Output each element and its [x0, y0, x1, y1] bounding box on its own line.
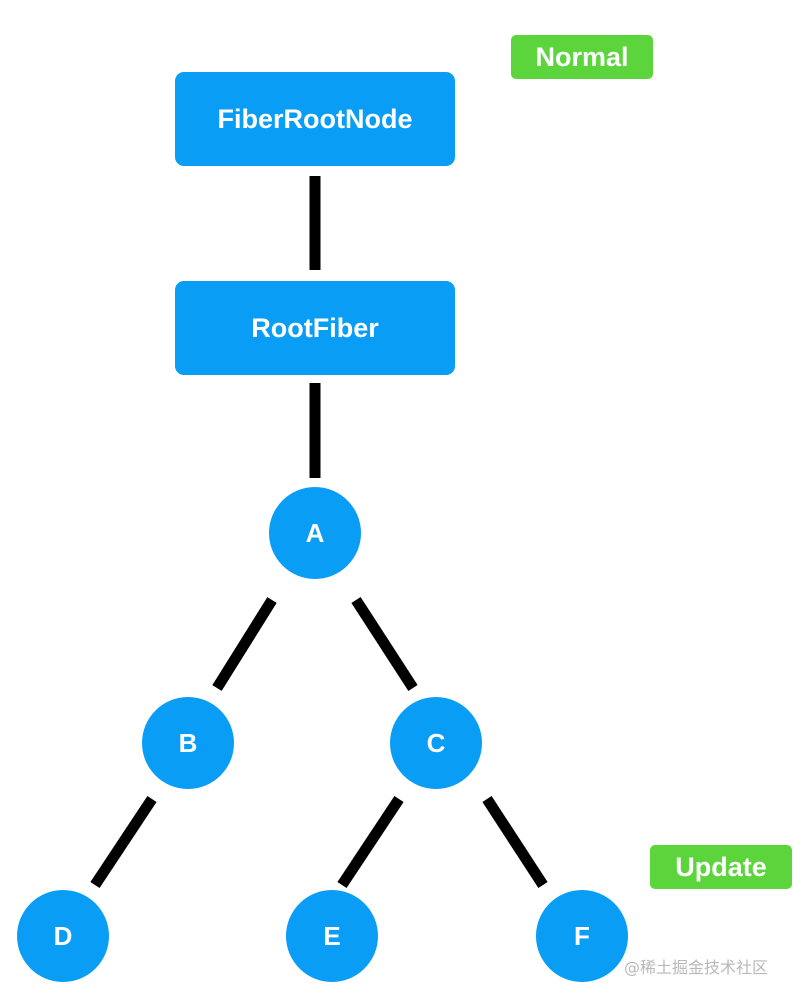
fiber-node-f-label: F: [574, 920, 590, 951]
fiber-node-b-label: B: [178, 727, 198, 758]
fiber-node-a-label: A: [305, 517, 325, 548]
normal-tag: Normal: [511, 35, 653, 79]
edge-c-f: [482, 795, 548, 889]
root-fiber-node-label: RootFiber: [251, 312, 379, 343]
fiber-node-c: C: [390, 697, 482, 789]
edge-b-d: [90, 795, 157, 889]
fiber-node-a: A: [269, 487, 361, 579]
fiber-node-e-label: E: [323, 920, 341, 951]
edge-a-c: [351, 597, 418, 691]
update-tag-label: Update: [675, 851, 767, 882]
fiber-node-b: B: [142, 697, 234, 789]
fiber-root-node: FiberRootNode: [175, 72, 455, 166]
watermark: @稀土掘金技术社区: [623, 958, 768, 977]
update-tag: Update: [650, 845, 792, 889]
normal-tag-label: Normal: [535, 41, 629, 72]
fiber-node-e: E: [286, 890, 378, 982]
edge-a-b: [212, 597, 277, 691]
root-fiber-node: RootFiber: [175, 281, 455, 375]
fiber-node-f: F: [536, 890, 628, 982]
fiber-node-d-label: D: [53, 920, 73, 951]
fiber-node-c-label: C: [426, 727, 446, 758]
fiber-node-d: D: [17, 890, 109, 982]
fiber-root-node-label: FiberRootNode: [217, 103, 413, 134]
edge-c-e: [337, 795, 404, 889]
